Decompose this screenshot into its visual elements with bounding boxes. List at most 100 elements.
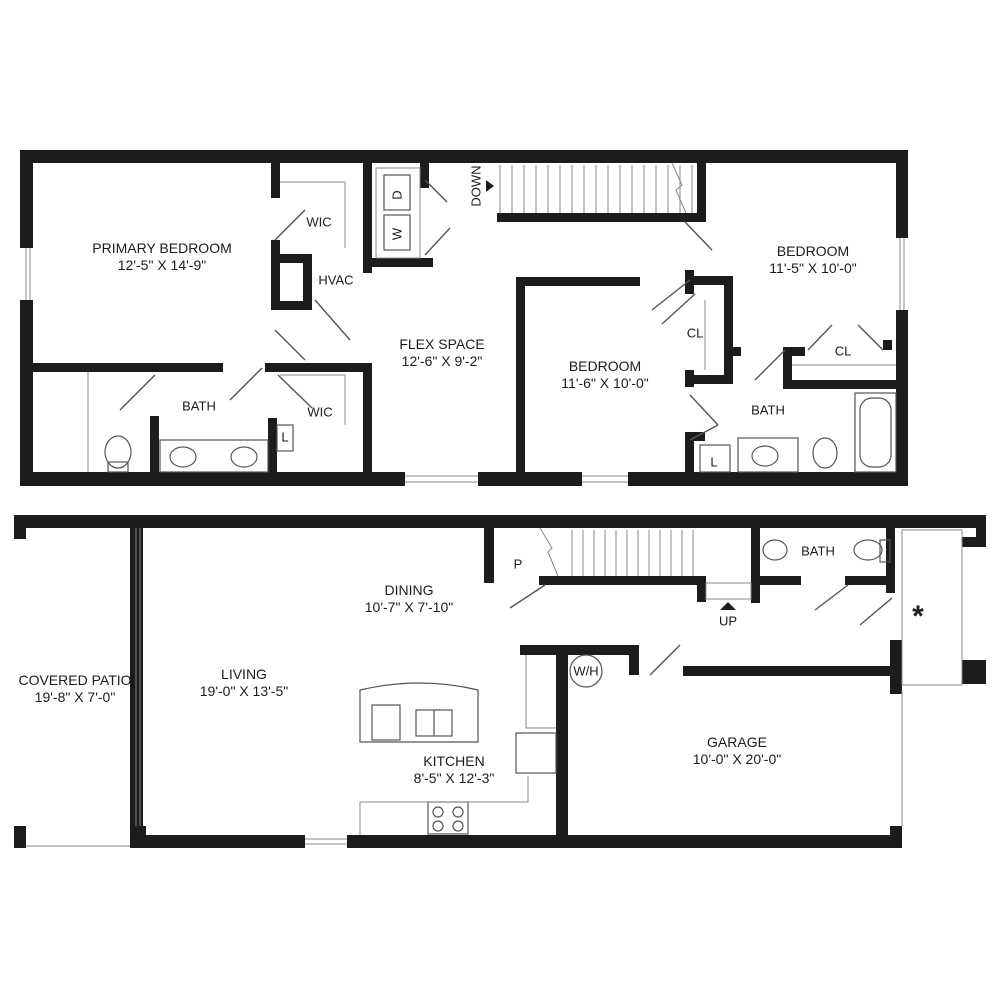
door-swing <box>314 299 351 341</box>
room-bedroom-center: BEDROOM 11'-6" X 10'-0" <box>561 358 648 392</box>
wall-segment <box>520 645 638 655</box>
door-swing <box>274 209 306 241</box>
pantry-counter <box>525 655 556 729</box>
dryer-box <box>383 174 411 211</box>
wall-segment <box>962 537 986 547</box>
door-swing <box>651 279 691 311</box>
sink <box>169 446 197 468</box>
wall-segment <box>14 515 26 539</box>
room-dimensions: 12'-6" X 9'-2" <box>401 353 483 369</box>
wall-segment <box>896 310 908 486</box>
wall-segment <box>14 515 986 528</box>
room-dimensions: 11'-6" X 10'-0" <box>561 375 649 391</box>
room-dimensions: 19'-8" X 7'-0" <box>34 689 116 705</box>
wall-segment <box>629 645 639 675</box>
wall-segment <box>751 576 801 585</box>
room-name: PRIMARY BEDROOM <box>92 240 232 256</box>
burner <box>432 820 444 832</box>
label-water-heater: W/H <box>573 663 599 679</box>
label-wic-top: WIC <box>306 214 332 230</box>
room-dimensions: 19'-0" X 13'-5" <box>199 683 289 699</box>
room-name: BEDROOM <box>776 243 850 259</box>
wall-segment <box>478 472 582 486</box>
label-linen-right: L <box>710 454 718 470</box>
wall-segment <box>556 645 568 838</box>
wall-segment <box>976 515 986 545</box>
stair-break <box>539 527 559 577</box>
kitchen-island <box>359 682 479 743</box>
room-name: FLEX SPACE <box>399 336 485 352</box>
wall-segment <box>420 163 429 188</box>
wall-segment <box>20 150 33 248</box>
door-swing <box>424 227 451 256</box>
wall-segment <box>20 150 908 163</box>
room-name: GARAGE <box>707 734 767 750</box>
toilet-tank <box>879 539 891 563</box>
room-bedroom-right: BEDROOM 11'-5" X 10'-0" <box>769 243 856 277</box>
door-swing <box>229 367 263 401</box>
dishwasher <box>371 704 401 741</box>
door-swing <box>689 394 719 426</box>
door-swing <box>649 644 681 676</box>
label-stairs-down: DOWN <box>468 165 484 207</box>
fixtures <box>104 174 897 835</box>
toilet <box>812 437 838 469</box>
room-dimensions: 10'-7" X 7'-10" <box>364 599 454 615</box>
room-dimensions: 12'-5" X 14'-9" <box>117 257 207 273</box>
vanity <box>737 437 799 473</box>
landing <box>705 582 752 600</box>
wall-segment <box>845 576 895 585</box>
burner <box>452 820 464 832</box>
label-bath-lower: BATH <box>801 543 835 559</box>
vanity <box>159 439 269 473</box>
laundry-area <box>375 167 421 259</box>
wall-segment <box>685 432 705 441</box>
wall-segment <box>363 258 433 267</box>
label-entry-mark: * <box>912 600 924 633</box>
label-stairs-up: UP <box>718 613 738 629</box>
wall-segment <box>697 163 706 222</box>
washer-box <box>383 214 411 251</box>
door-swing <box>661 293 696 325</box>
room-living: LIVING 19'-0" X 13'-5" <box>200 666 288 700</box>
label-linen-left: L <box>281 429 289 445</box>
wall-segment <box>516 277 640 286</box>
wall-segment <box>497 213 703 222</box>
room-kitchen: KITCHEN 8'-5" X 12'-3" <box>414 753 495 787</box>
wall-segment <box>303 254 312 310</box>
wall-segment <box>883 340 892 350</box>
label-dryer: D <box>389 190 405 200</box>
door-swing <box>684 221 713 251</box>
door-swing <box>807 324 833 351</box>
refrigerator <box>515 732 557 774</box>
door-swing <box>119 374 156 411</box>
burner <box>432 806 444 818</box>
wall-segment <box>271 301 303 310</box>
room-dimensions: 11'-5" X 10'-0" <box>769 260 857 276</box>
door-swing <box>274 329 306 361</box>
wall-segment <box>751 528 760 603</box>
room-garage: GARAGE 10'-0" X 20'-0" <box>693 734 781 768</box>
wall-segment <box>685 276 733 285</box>
room-name: COVERED PATIO <box>18 672 132 688</box>
bathtub-basin <box>859 397 892 468</box>
stair-break <box>671 162 687 214</box>
wall-segment <box>20 300 33 486</box>
label-pantry: P <box>513 556 523 572</box>
wall-segment <box>683 666 898 676</box>
linen-closet <box>699 444 731 473</box>
door-swing <box>424 179 448 203</box>
wall-segment <box>628 472 908 486</box>
door-swing <box>859 597 893 626</box>
wall-segment <box>130 835 305 848</box>
door-swing <box>689 424 719 441</box>
wall-segment <box>685 370 694 387</box>
room-covered-patio: COVERED PATIO 19'-8" X 7'-0" <box>18 672 131 706</box>
wall-segment <box>896 150 908 238</box>
label-bath-right: BATH <box>751 402 785 418</box>
wall-segment <box>566 576 702 585</box>
counter-edge <box>359 776 529 835</box>
wall-segment <box>150 416 159 474</box>
room-dimensions: 8'-5" X 12'-3" <box>413 770 495 786</box>
